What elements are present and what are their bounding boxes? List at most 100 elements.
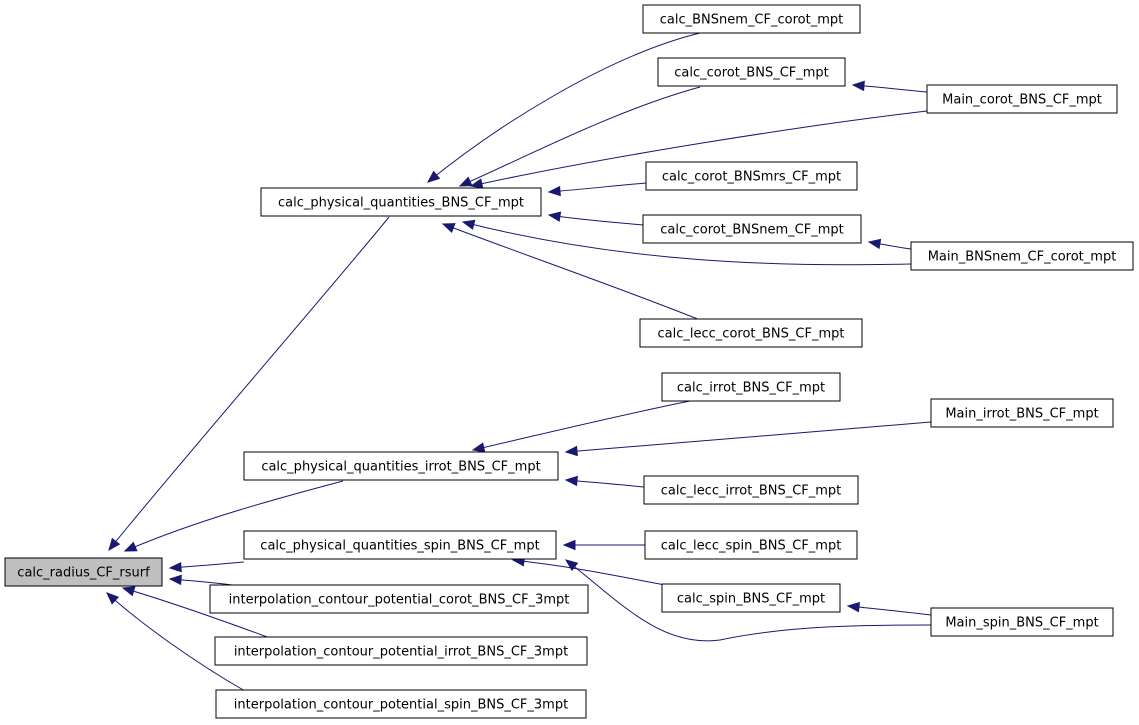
node-box[interactable] bbox=[260, 187, 542, 217]
edge-calc_corot_BNS_CF_mpt-to-calc_physical_quantities_BNS_CF_mpt bbox=[458, 86, 701, 187]
arrow-head-icon bbox=[547, 185, 561, 197]
node-box[interactable] bbox=[209, 584, 589, 614]
arrow-head-icon bbox=[441, 223, 456, 233]
edge-Main_spin_BNS_CF_mpt-to-calc_physical_quantities_spin_BNS_CF_mpt bbox=[564, 559, 932, 642]
node-interpolation_contour_potential_irrot_BNS_CF_3mpt[interactable]: interpolation_contour_potential_irrot_BN… bbox=[214, 636, 588, 666]
node-box[interactable] bbox=[926, 84, 1118, 114]
arrow-head-icon bbox=[547, 211, 562, 222]
arrow-head-icon bbox=[564, 445, 578, 457]
node-box[interactable] bbox=[639, 318, 863, 348]
arrow-head-icon bbox=[564, 559, 579, 572]
arrow-head-icon bbox=[471, 442, 486, 453]
arrow-head-icon bbox=[564, 475, 578, 487]
edge-Main_irrot_BNS_CF_mpt-to-calc_physical_quantities_irrot_BNS_CF_mpt bbox=[564, 421, 932, 457]
node-calc_physical_quantities_spin_BNS_CF_mpt[interactable]: calc_physical_quantities_spin_BNS_CF_mpt bbox=[243, 530, 557, 560]
edge-Main_BNSnem_CF_corot_mpt-to-calc_physical_quantities_BNS_CF_mpt bbox=[461, 219, 912, 266]
edge-line bbox=[565, 559, 932, 642]
node-calc_corot_BNSmrs_CF_mpt[interactable]: calc_corot_BNSmrs_CF_mpt bbox=[645, 161, 858, 191]
node-box[interactable] bbox=[657, 57, 846, 87]
node-interpolation_contour_potential_corot_BNS_CF_3mpt[interactable]: interpolation_contour_potential_corot_BN… bbox=[209, 584, 589, 614]
edge-line bbox=[548, 214, 644, 226]
edge-line bbox=[472, 400, 691, 451]
node-box[interactable] bbox=[243, 451, 559, 481]
node-calc_irrot_BNS_CF_mpt[interactable]: calc_irrot_BNS_CF_mpt bbox=[661, 372, 841, 402]
arrow-head-icon bbox=[562, 539, 576, 551]
node-box[interactable] bbox=[643, 475, 859, 505]
node-label: interpolation_contour_potential_corot_BN… bbox=[229, 593, 570, 608]
node-label: calc_spin_BNS_CF_mpt bbox=[677, 592, 825, 607]
node-box[interactable] bbox=[930, 398, 1114, 428]
node-calc_physical_quantities_BNS_CF_mpt[interactable]: calc_physical_quantities_BNS_CF_mpt bbox=[260, 187, 542, 217]
edge-Main_corot_BNS_CF_mpt-to-calc_corot_BNS_CF_mpt bbox=[851, 80, 928, 93]
node-calc_corot_BNS_CF_mpt[interactable]: calc_corot_BNS_CF_mpt bbox=[657, 57, 846, 87]
node-calc_corot_BNSnem_CF_mpt[interactable]: calc_corot_BNSnem_CF_mpt bbox=[642, 214, 862, 244]
node-calc_BNSnem_CF_corot_mpt[interactable]: calc_BNSnem_CF_corot_mpt bbox=[642, 4, 861, 34]
node-box[interactable] bbox=[661, 372, 841, 402]
node-label: Main_spin_BNS_CF_mpt bbox=[945, 616, 1098, 631]
edge-calc_lecc_corot_BNS_CF_mpt-to-calc_physical_quantities_BNS_CF_mpt bbox=[441, 223, 701, 321]
node-calc_spin_BNS_CF_mpt[interactable]: calc_spin_BNS_CF_mpt bbox=[661, 583, 841, 613]
node-box[interactable] bbox=[642, 214, 862, 244]
node-interpolation_contour_potential_spin_BNS_CF_3mpt[interactable]: interpolation_contour_potential_spin_BNS… bbox=[215, 689, 587, 719]
arrow-head-icon bbox=[123, 541, 138, 552]
node-label: calc_lecc_corot_BNS_CF_mpt bbox=[658, 327, 845, 342]
node-calc_physical_quantities_irrot_BNS_CF_mpt[interactable]: calc_physical_quantities_irrot_BNS_CF_mp… bbox=[243, 451, 559, 481]
edge-line bbox=[565, 479, 645, 488]
node-box[interactable] bbox=[645, 161, 858, 191]
edge-line bbox=[512, 559, 666, 586]
arrow-head-icon bbox=[846, 601, 860, 613]
node-box[interactable] bbox=[910, 241, 1134, 271]
node-calc_lecc_spin_BNS_CF_mpt[interactable]: calc_lecc_spin_BNS_CF_mpt bbox=[644, 530, 858, 560]
node-label: calc_BNSnem_CF_corot_mpt bbox=[660, 13, 843, 28]
edge-calc_lecc_irrot_BNS_CF_mpt-to-calc_physical_quantities_irrot_BNS_CF_mpt bbox=[564, 475, 645, 488]
edge-calc_lecc_spin_BNS_CF_mpt-to-calc_physical_quantities_spin_BNS_CF_mpt bbox=[562, 539, 646, 551]
node-label: Main_irrot_BNS_CF_mpt bbox=[945, 407, 1098, 422]
arrow-head-icon bbox=[426, 170, 441, 183]
edge-calc_irrot_BNS_CF_mpt-to-calc_physical_quantities_irrot_BNS_CF_mpt bbox=[471, 400, 691, 453]
edge-calc_spin_BNS_CF_mpt-to-calc_physical_quantities_spin_BNS_CF_mpt bbox=[511, 556, 666, 586]
arrow-head-icon bbox=[106, 592, 120, 605]
node-label: Main_BNSnem_CF_corot_mpt bbox=[928, 250, 1117, 265]
node-box[interactable] bbox=[215, 689, 587, 719]
node-box[interactable] bbox=[4, 557, 163, 587]
edge-interpolation_contour_potential_corot_BNS_CF_3mpt-to-calc_radius_CF_rsurf bbox=[168, 574, 241, 587]
edge-calc_physical_quantities_spin_BNS_CF_mpt-to-calc_radius_CF_rsurf bbox=[168, 561, 245, 573]
node-calc_lecc_irrot_BNS_CF_mpt[interactable]: calc_lecc_irrot_BNS_CF_mpt bbox=[643, 475, 859, 505]
node-box[interactable] bbox=[214, 636, 588, 666]
edge-calc_physical_quantities_irrot_BNS_CF_mpt-to-calc_radius_CF_rsurf bbox=[123, 480, 344, 552]
edge-Main_BNSnem_CF_corot_mpt-to-calc_corot_BNSnem_CF_mpt bbox=[867, 238, 912, 250]
node-Main_corot_BNS_CF_mpt[interactable]: Main_corot_BNS_CF_mpt bbox=[926, 84, 1118, 114]
edge-line bbox=[106, 592, 246, 692]
edge-line bbox=[847, 605, 932, 616]
node-box[interactable] bbox=[642, 4, 861, 34]
nodes: calc_radius_CF_rsurf calc_physical_quanti… bbox=[4, 4, 1134, 719]
node-label: calc_radius_CF_rsurf bbox=[17, 566, 150, 581]
node-calc_radius_CF_rsurf[interactable]: calc_radius_CF_rsurf bbox=[4, 557, 163, 587]
arrow-head-icon bbox=[867, 238, 882, 250]
arrow-head-icon bbox=[458, 176, 473, 187]
node-label: calc_irrot_BNS_CF_mpt bbox=[677, 381, 825, 396]
node-calc_lecc_corot_BNS_CF_mpt[interactable]: calc_lecc_corot_BNS_CF_mpt bbox=[639, 318, 863, 348]
node-label: Main_corot_BNS_CF_mpt bbox=[942, 93, 1102, 108]
edge-line bbox=[565, 421, 932, 453]
edge-line bbox=[470, 110, 928, 187]
node-Main_BNSnem_CF_corot_mpt[interactable]: Main_BNSnem_CF_corot_mpt bbox=[910, 241, 1134, 271]
edge-interpolation_contour_potential_irrot_BNS_CF_3mpt-to-calc_radius_CF_rsurf bbox=[121, 586, 271, 639]
edges bbox=[106, 32, 932, 692]
node-label: interpolation_contour_potential_irrot_BN… bbox=[234, 645, 568, 660]
edge-Main_corot_BNS_CF_mpt-to-calc_physical_quantities_BNS_CF_mpt bbox=[469, 110, 928, 189]
arrow-head-icon bbox=[168, 574, 182, 586]
node-label: interpolation_contour_potential_spin_BNS… bbox=[234, 698, 568, 713]
node-box[interactable] bbox=[661, 583, 841, 613]
arrow-head-icon bbox=[108, 537, 121, 552]
node-label: calc_lecc_spin_BNS_CF_mpt bbox=[661, 539, 842, 554]
node-label: calc_physical_quantities_BNS_CF_mpt bbox=[278, 196, 524, 211]
edge-calc_physical_quantities_BNS_CF_mpt-to-calc_radius_CF_rsurf bbox=[108, 216, 390, 552]
node-Main_spin_BNS_CF_mpt[interactable]: Main_spin_BNS_CF_mpt bbox=[930, 607, 1114, 637]
node-box[interactable] bbox=[644, 530, 858, 560]
node-box[interactable] bbox=[930, 607, 1114, 637]
node-Main_irrot_BNS_CF_mpt[interactable]: Main_irrot_BNS_CF_mpt bbox=[930, 398, 1114, 428]
node-label: calc_physical_quantities_irrot_BNS_CF_mp… bbox=[261, 460, 540, 475]
node-box[interactable] bbox=[243, 530, 557, 560]
